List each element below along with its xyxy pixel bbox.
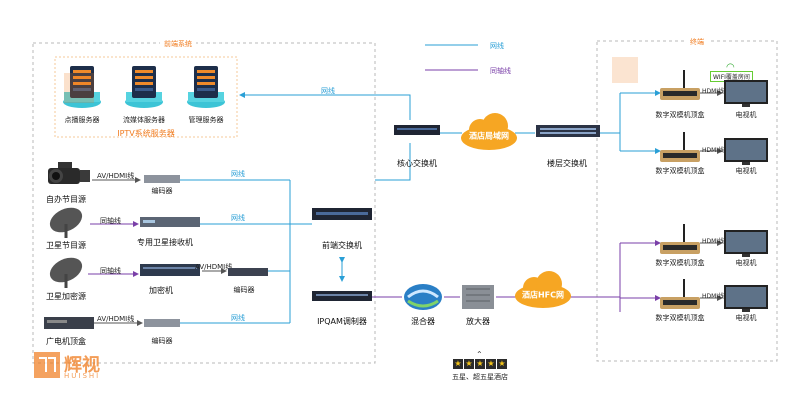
- satellite-receiver-icon: [140, 217, 200, 227]
- link-label-net-2: 网线: [231, 214, 245, 222]
- tv-2-label: 电视机: [735, 167, 757, 175]
- hdmi-label-4: HDMI线: [702, 293, 725, 300]
- watermark-top: [64, 69, 184, 113]
- front-system-title: 前端系统: [160, 39, 196, 49]
- floor-switch-label: 楼层交换机: [547, 159, 587, 168]
- stb-4-label: 数字双模机顶盒: [655, 314, 705, 322]
- tv-1-icon: [724, 80, 768, 107]
- amplifier-icon: [462, 285, 494, 309]
- server-label-streaming: 流媒体服务器: [123, 116, 165, 124]
- huishi-logo-right-icon: [612, 57, 638, 83]
- descrambler-label: 加密机: [149, 286, 173, 295]
- front-switch-label: 前端交换机: [322, 241, 362, 250]
- link-label-av-3: AV/HDMI线: [195, 263, 233, 271]
- link-label-net-3: 网线: [231, 314, 245, 322]
- watermark-bottom-en: HUISHI: [64, 372, 101, 380]
- stb-2-label: 数字双模机顶盒: [655, 167, 705, 175]
- ipqam-icon: [312, 291, 372, 301]
- ipqam-label: IPQAM调制器: [317, 317, 367, 326]
- stb-4-icon: [660, 279, 700, 309]
- link-label-coax-2: 同轴线: [100, 267, 121, 275]
- legend-net: 网线: [490, 42, 504, 50]
- stb-2-icon: [660, 132, 700, 162]
- source-cable-stb: 广电机顶盒: [46, 337, 86, 346]
- star-icon: ★: [475, 359, 485, 369]
- descrambler-icon: [140, 264, 200, 276]
- chevron-up-icon: ⌃: [476, 350, 483, 359]
- encoder-2-label: 编码器: [233, 286, 255, 294]
- source-satellite: 卫星节目源: [46, 241, 86, 250]
- hdmi-label-1: HDMI线: [702, 88, 725, 95]
- terminal-title: 终端: [686, 37, 708, 47]
- tv-1-label: 电视机: [735, 111, 757, 119]
- server-group-label: IPTV系统服务器: [117, 129, 175, 138]
- server-label-vod: 点播服务器: [64, 116, 100, 124]
- huishi-logo-bottom-icon: [34, 352, 60, 378]
- source-self-made: 自办节目源: [46, 195, 86, 204]
- encoder-2-icon: [228, 268, 268, 276]
- hotel-hfc-cloud: [515, 271, 571, 308]
- encoder-3-label: 编码器: [151, 337, 173, 345]
- tv-2-icon: [724, 138, 768, 165]
- encoder-1-label: 编码器: [151, 187, 173, 195]
- star-icon: ★: [453, 359, 463, 369]
- mixer-icon: [404, 284, 442, 310]
- tv-3-icon: [724, 230, 768, 257]
- vod-server-icon: [63, 66, 101, 108]
- hotel-lan-label: 酒店局域网: [469, 131, 509, 141]
- huishi-logo-icon: [64, 73, 94, 103]
- source-satellite-encrypted: 卫星加密源: [46, 292, 86, 301]
- server-label-management: 管理服务器: [188, 116, 224, 124]
- amplifier-label: 放大器: [466, 317, 490, 326]
- stb-3-icon: [660, 224, 700, 254]
- legend-coax: 同轴线: [490, 67, 511, 75]
- encoder-1-icon: [144, 175, 180, 183]
- link-label-av-2: AV/HDMI线: [97, 315, 135, 323]
- floor-switch-icon: [536, 125, 600, 137]
- star-icon: ★: [464, 359, 474, 369]
- cable-stb-icon: [44, 317, 94, 329]
- mixer-label: 混合器: [411, 317, 435, 326]
- stb-1-icon: [660, 70, 700, 100]
- wifi-icon: ◠: [726, 62, 735, 73]
- hotel-lan-cloud: [461, 113, 517, 150]
- tv-4-icon: [724, 285, 768, 312]
- core-switch-label: 核心交换机: [397, 159, 437, 168]
- satellite-receiver-label: 专用卫星接收机: [137, 238, 193, 247]
- hdmi-label-2: HDMI线: [702, 147, 725, 154]
- camera-icon: [48, 162, 90, 184]
- watermark-bottom: [34, 350, 62, 382]
- link-label-net-1: 网线: [231, 170, 245, 178]
- hdmi-label-3: HDMI线: [702, 238, 725, 245]
- front-switch-icon: [312, 208, 372, 220]
- tv-4-label: 电视机: [735, 314, 757, 322]
- encoder-3-icon: [144, 319, 180, 327]
- management-server-icon: [187, 66, 225, 108]
- stb-1-label: 数字双模机顶盒: [655, 111, 705, 119]
- stb-3-label: 数字双模机顶盒: [655, 259, 705, 267]
- satellite-dish-encrypted-icon: [49, 257, 83, 288]
- watermark-bottom-cn: 辉视: [64, 355, 100, 376]
- star-icon: ★: [497, 359, 507, 369]
- tv-3-label: 电视机: [735, 259, 757, 267]
- hotel-hfc-label: 酒店HFC网: [521, 290, 565, 300]
- link-label-servers: 网线: [321, 87, 335, 95]
- satellite-dish-icon: [49, 207, 83, 238]
- star-icon: ★: [486, 359, 496, 369]
- watermark-right-logo: [612, 57, 638, 87]
- link-label-coax-1: 同轴线: [100, 217, 121, 225]
- five-star-rating: ★ ★ ★ ★ ★: [453, 359, 507, 369]
- hotel-class-label: 五星、超五星酒店: [452, 373, 508, 381]
- link-label-av-1: AV/HDMI线: [97, 172, 135, 180]
- core-switch-icon: [394, 125, 440, 135]
- streaming-server-icon: [125, 66, 163, 108]
